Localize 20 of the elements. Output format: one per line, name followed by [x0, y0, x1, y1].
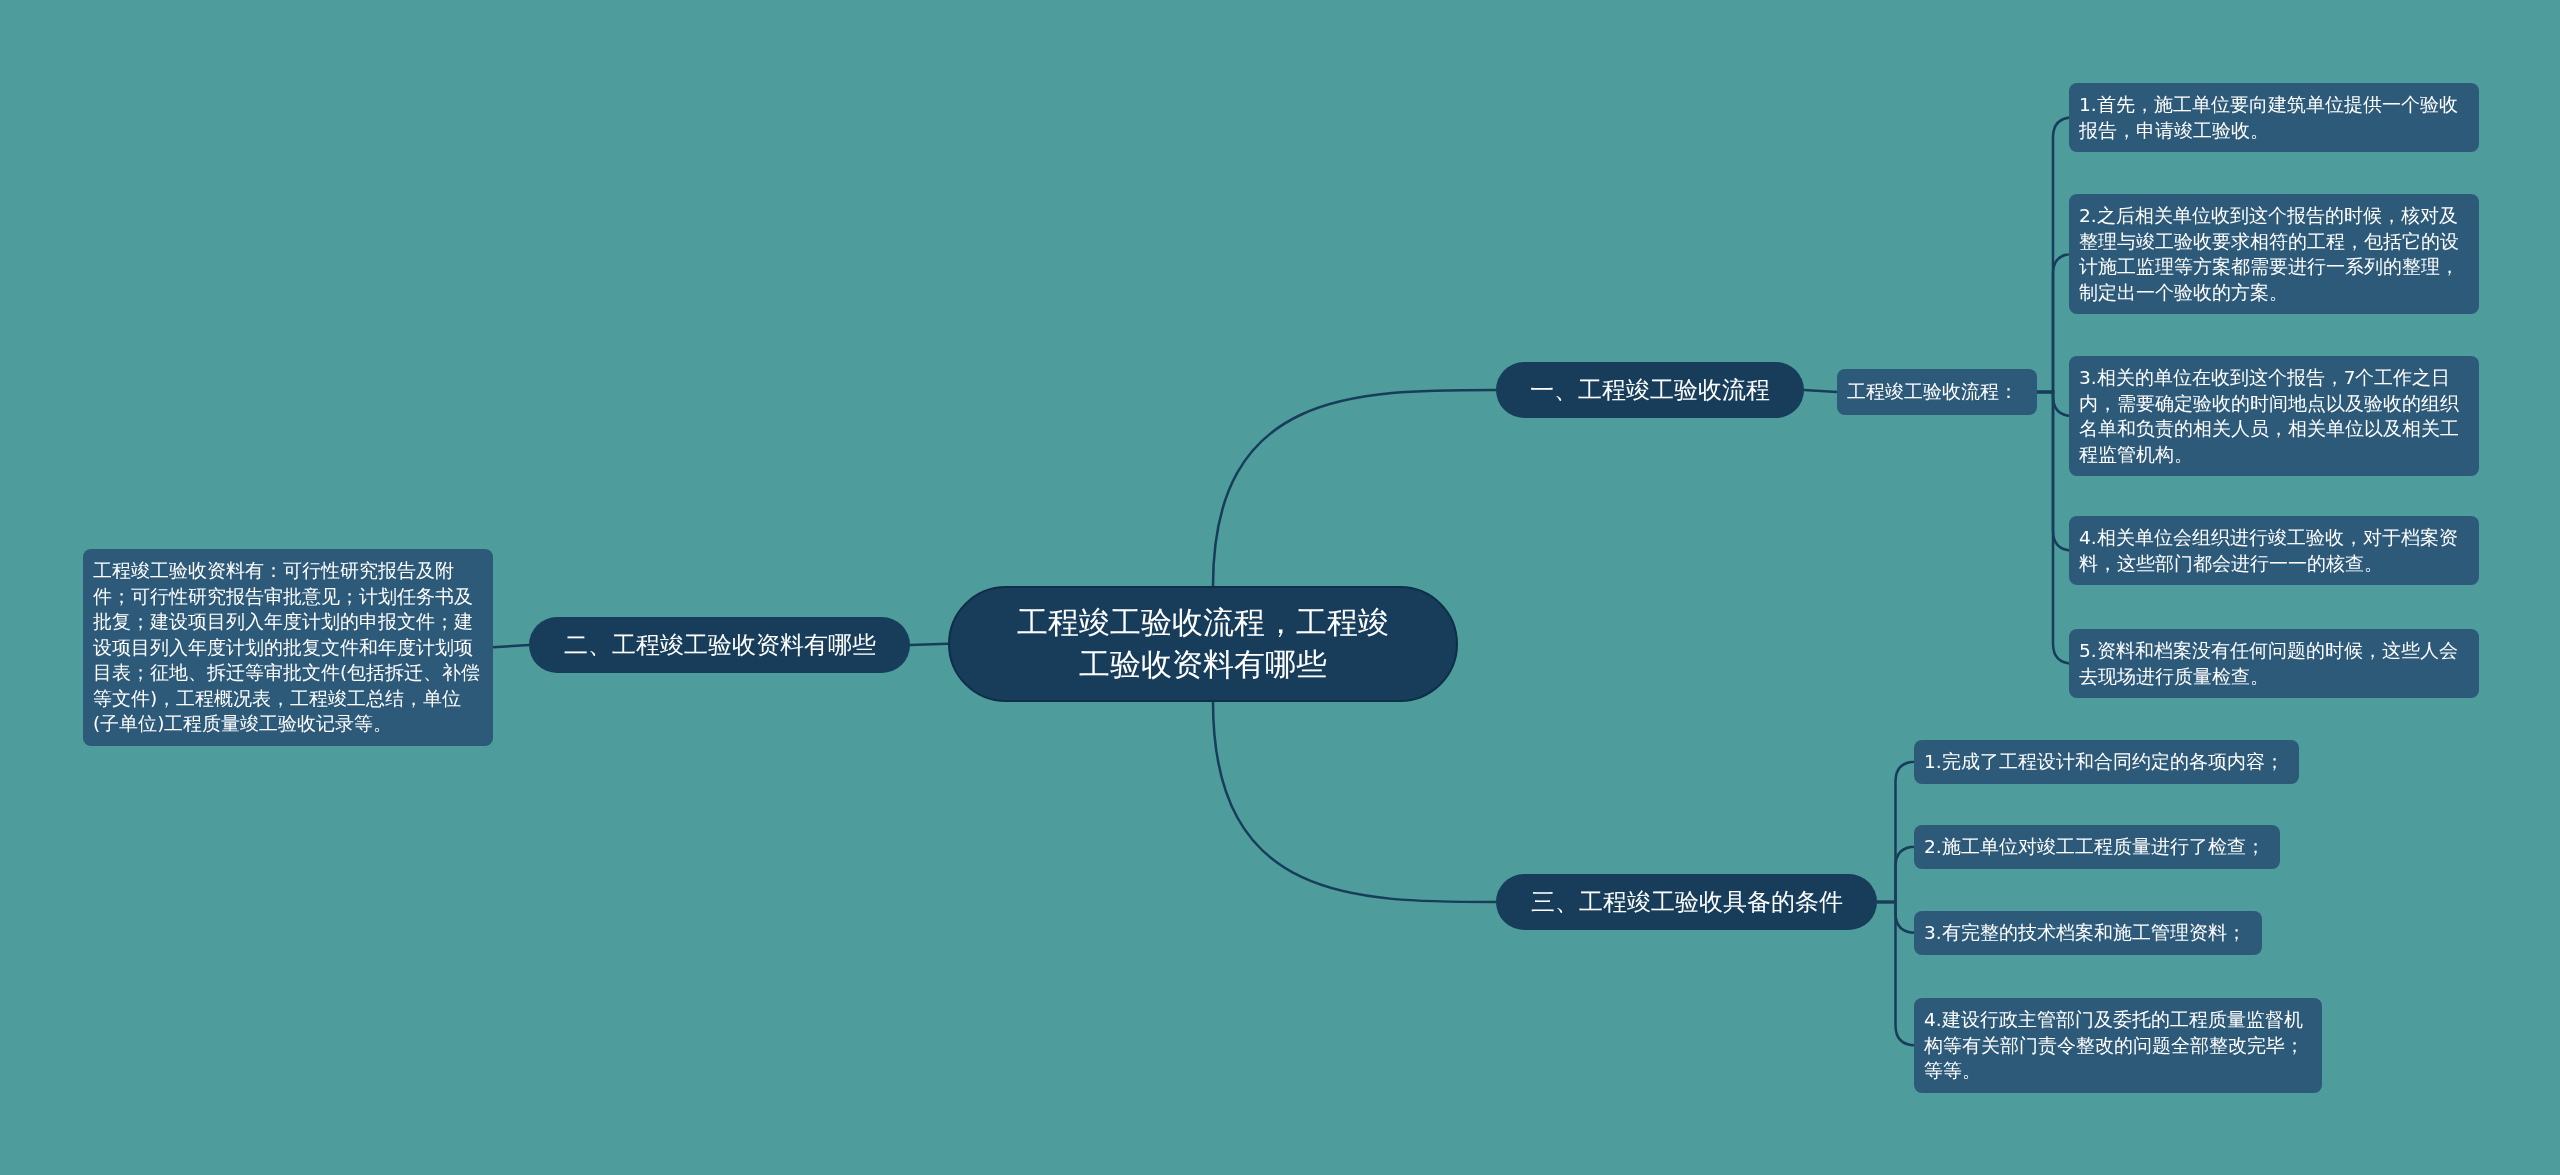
connector-line	[1211, 388, 1496, 587]
connector-line	[909, 642, 949, 647]
leaf-note: 2.之后相关单位收到这个报告的时候，核对及整理与竣工验收要求相符的工程，包括它的设计施工监理等方案都需要进行一系列的整理，制定出一个验收的方案。	[2069, 194, 2479, 315]
leaf-note: 1.完成了工程设计和合同约定的各项内容；	[1914, 740, 2299, 784]
subtopic-box: 工程竣工验收流程：	[1837, 369, 2037, 415]
branch-topic: 二、工程竣工验收资料有哪些	[529, 617, 910, 673]
leaf-note: 4.建设行政主管部门及委托的工程质量监督机构等有关部门责令整改的问题全部整改完毕；等等。	[1914, 998, 2322, 1093]
leaf-note: 工程竣工验收资料有：可行性研究报告及附件；可行性研究报告审批意见；计划任务书及批复；建设项目列入年度计划的申报文件；建设项目列入年度计划的批复文件和年度计划项目表；征地、拆迁等审批文件(包括拆迁、补偿等文件)，工程概况表，工程竣工总结，单位(子单位)工程质量竣工验收记录等。	[83, 549, 493, 746]
leaf-note: 4.相关单位会组织进行竣工验收，对于档案资料，这些部门都会进行一一的核查。	[2069, 516, 2479, 586]
connector-line	[492, 643, 530, 649]
leaf-note: 3.有完整的技术档案和施工管理资料；	[1914, 911, 2262, 955]
connector-line	[1211, 701, 1496, 904]
leaf-note: 1.首先，施工单位要向建筑单位提供一个验收报告，申请竣工验收。	[2069, 83, 2479, 153]
branch-topic: 三、工程竣工验收具备的条件	[1496, 874, 1877, 930]
leaf-note: 2.施工单位对竣工工程质量进行了检查；	[1914, 825, 2280, 869]
central-topic: 工程竣工验收流程，工程竣工验收资料有哪些	[948, 586, 1458, 702]
connector-line	[1803, 388, 1838, 394]
branch-topic: 一、工程竣工验收流程	[1496, 362, 1804, 418]
leaf-note: 5.资料和档案没有任何问题的时候，这些人会去现场进行质量检查。	[2069, 629, 2479, 699]
leaf-note: 3.相关的单位在收到这个报告，7个工作之日内，需要确定验收的时间地点以及验收的组织名单和负责的相关人员，相关单位以及相关工程监管机构。	[2069, 356, 2479, 477]
